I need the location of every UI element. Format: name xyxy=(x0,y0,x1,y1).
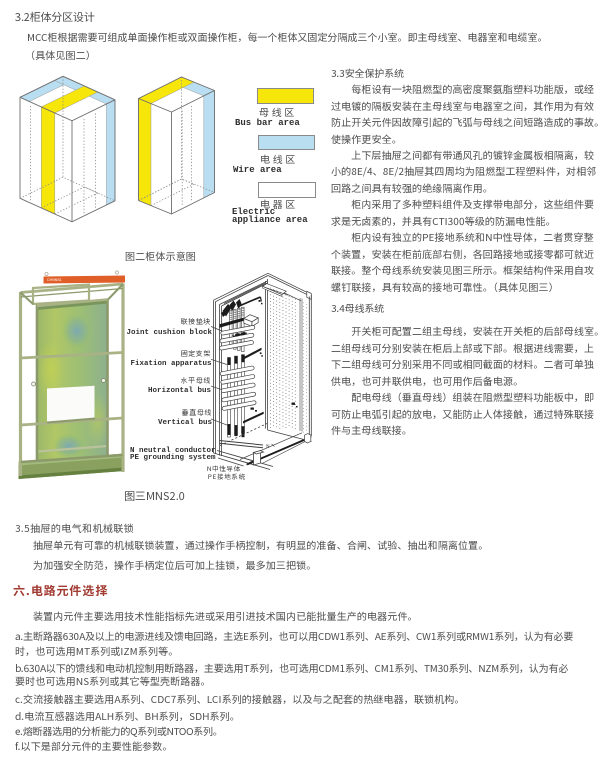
svg-text:CHNNS1: CHNNS1 xyxy=(47,278,62,282)
